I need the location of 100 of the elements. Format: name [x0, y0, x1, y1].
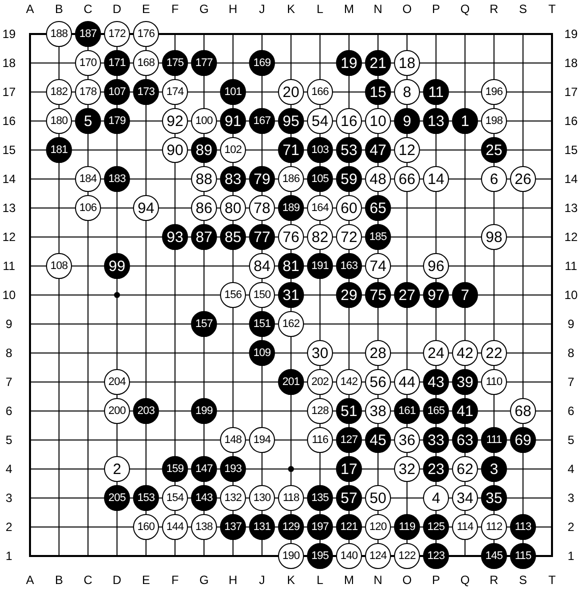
go-stone: 103	[307, 137, 333, 163]
go-stone: 177	[191, 50, 217, 76]
go-stone: 161	[394, 398, 420, 424]
go-stone: 66	[394, 166, 420, 192]
go-stone: 26	[510, 166, 536, 192]
go-stone: 98	[481, 224, 507, 250]
go-stone: 90	[162, 137, 188, 163]
go-stone: 163	[336, 253, 362, 279]
go-stone: 50	[365, 485, 391, 511]
go-stone: 142	[336, 369, 362, 395]
row-label: 10	[2, 289, 16, 301]
go-stone: 116	[307, 427, 333, 453]
go-stone: 38	[365, 398, 391, 424]
go-stone: 129	[278, 514, 304, 540]
go-stone: 166	[307, 79, 333, 105]
go-stone: 72	[336, 224, 362, 250]
go-stone: 144	[162, 514, 188, 540]
column-label: Q	[460, 574, 470, 586]
go-stone: 62	[452, 456, 478, 482]
go-stone: 89	[191, 137, 217, 163]
row-label: 6	[568, 405, 574, 417]
row-label: 18	[2, 57, 16, 69]
column-label: K	[287, 574, 295, 586]
row-label: 8	[6, 347, 12, 359]
go-stone: 125	[423, 514, 449, 540]
go-stone: 28	[365, 340, 391, 366]
go-stone: 36	[394, 427, 420, 453]
go-stone: 157	[191, 311, 217, 337]
go-stone: 114	[452, 514, 478, 540]
go-stone: 71	[278, 137, 304, 163]
go-stone: 68	[510, 398, 536, 424]
column-label: F	[171, 3, 179, 15]
go-stone: 8	[394, 79, 420, 105]
column-label: S	[519, 574, 527, 586]
column-label: F	[171, 574, 179, 586]
go-stone: 197	[307, 514, 333, 540]
go-stone: 198	[481, 108, 507, 134]
go-stone: 128	[307, 398, 333, 424]
go-stone: 80	[220, 195, 246, 221]
go-stone: 204	[104, 369, 130, 395]
go-stone: 82	[307, 224, 333, 250]
go-stone: 6	[481, 166, 507, 192]
go-stone: 123	[423, 543, 449, 569]
go-stone: 10	[365, 108, 391, 134]
go-stone: 190	[278, 543, 304, 569]
row-label: 12	[2, 231, 16, 243]
column-label: E	[142, 574, 150, 586]
go-stone: 131	[249, 514, 275, 540]
go-stone: 47	[365, 137, 391, 163]
go-stone: 57	[336, 485, 362, 511]
go-stone: 194	[249, 427, 275, 453]
go-stone: 106	[75, 195, 101, 221]
go-stone: 59	[336, 166, 362, 192]
go-stone: 118	[278, 485, 304, 511]
go-stone: 124	[365, 543, 391, 569]
go-stone: 87	[191, 224, 217, 250]
go-stone: 205	[104, 485, 130, 511]
row-label: 15	[564, 144, 578, 156]
go-stone: 185	[365, 224, 391, 250]
go-stone: 179	[104, 108, 130, 134]
go-stone: 175	[162, 50, 188, 76]
go-stone: 191	[307, 253, 333, 279]
go-stone: 151	[249, 311, 275, 337]
go-stone: 53	[336, 137, 362, 163]
go-stone: 145	[481, 543, 507, 569]
column-label: G	[199, 574, 209, 586]
row-label: 14	[564, 173, 578, 185]
column-label: R	[490, 3, 498, 15]
go-stone: 188	[46, 21, 72, 47]
go-stone: 11	[423, 79, 449, 105]
go-stone: 105	[307, 166, 333, 192]
row-label: 5	[6, 434, 12, 446]
go-stone: 165	[423, 398, 449, 424]
go-stone: 30	[307, 340, 333, 366]
go-stone: 159	[162, 456, 188, 482]
go-stone: 54	[307, 108, 333, 134]
row-label: 3	[568, 492, 574, 504]
go-stone: 195	[307, 543, 333, 569]
go-stone: 2	[104, 456, 130, 482]
go-stone: 127	[336, 427, 362, 453]
go-stone: 18	[394, 50, 420, 76]
go-stone: 33	[423, 427, 449, 453]
go-stone: 121	[336, 514, 362, 540]
go-stone: 119	[394, 514, 420, 540]
column-label: T	[548, 3, 556, 15]
go-stone: 193	[220, 456, 246, 482]
column-label: L	[316, 3, 324, 15]
go-stone: 96	[423, 253, 449, 279]
row-label: 16	[564, 115, 578, 127]
column-label: P	[432, 3, 440, 15]
go-stone: 20	[278, 79, 304, 105]
go-stone: 86	[191, 195, 217, 221]
row-label: 11	[564, 260, 578, 272]
go-stone: 130	[249, 485, 275, 511]
column-label: N	[374, 3, 382, 15]
go-stone: 201	[278, 369, 304, 395]
column-label: O	[402, 3, 412, 15]
go-stone: 122	[394, 543, 420, 569]
go-stone: 108	[46, 253, 72, 279]
row-label: 10	[564, 289, 578, 301]
